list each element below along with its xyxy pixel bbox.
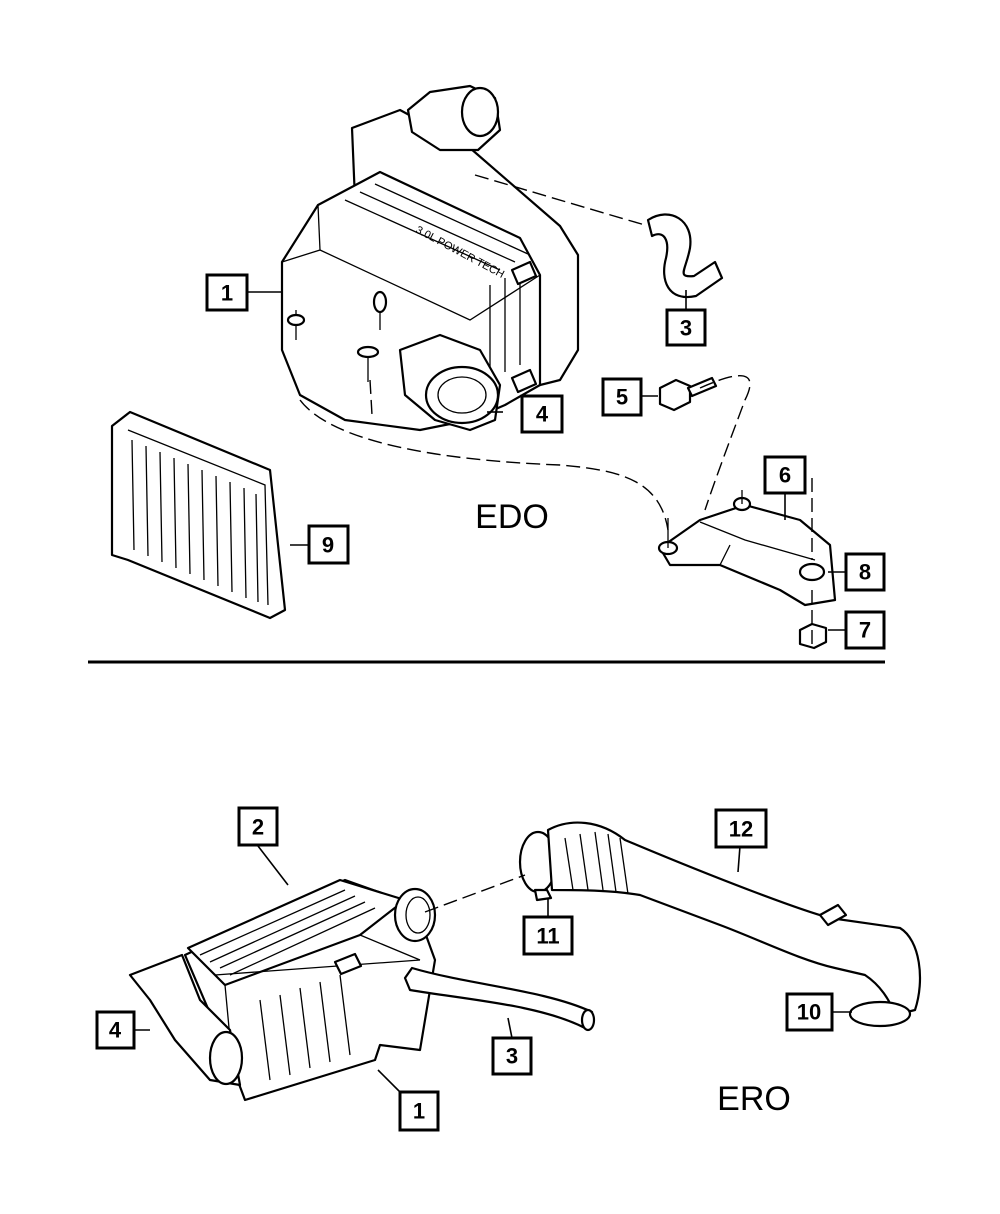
callout-10: 10 (785, 992, 834, 1032)
svg-text:1: 1 (413, 1099, 425, 1124)
svg-text:10: 10 (797, 1000, 821, 1025)
svg-text:11: 11 (536, 924, 559, 949)
svg-text:1: 1 (221, 281, 233, 306)
callout-2: 2 (237, 806, 279, 847)
svg-text:4: 4 (536, 402, 549, 427)
nut-edo (798, 622, 828, 650)
svg-text:2: 2 (252, 815, 264, 840)
hose-edo (646, 213, 724, 299)
hose-clamp-upper (518, 830, 558, 902)
callout-1-top: 1 (205, 273, 249, 312)
svg-text:12: 12 (729, 817, 753, 842)
callout-7: 7 (844, 610, 886, 650)
svg-text:4: 4 (109, 1018, 122, 1043)
callout-3-top: 3 (665, 308, 707, 347)
section-label-ero: ERO (717, 1080, 791, 1118)
svg-text:8: 8 (859, 560, 871, 585)
callout-9: 9 (307, 524, 350, 565)
svg-text:9: 9 (322, 533, 334, 558)
callout-12: 12 (714, 808, 768, 849)
callout-6: 6 (763, 455, 807, 495)
callout-5: 5 (601, 377, 643, 417)
svg-text:3: 3 (680, 316, 692, 341)
callout-3-bottom: 3 (491, 1036, 533, 1076)
callout-1-bottom: 1 (398, 1090, 440, 1132)
hose-ero (403, 966, 596, 1032)
svg-text:3: 3 (506, 1044, 518, 1069)
svg-text:7: 7 (859, 618, 871, 643)
edo-section: 3.0L POWER TECH (110, 84, 845, 650)
section-label-edo: EDO (475, 498, 549, 536)
callout-8: 8 (844, 552, 886, 592)
svg-text:6: 6 (779, 463, 791, 488)
intake-duct-ero (128, 953, 244, 1087)
ero-section: ERO (128, 821, 922, 1118)
callout-11: 11 (522, 915, 574, 956)
callout-4-bottom: 4 (95, 1010, 136, 1050)
air-cleaner-housing-edo: 3.0L POWER TECH (280, 84, 580, 432)
callout-4-top: 4 (520, 394, 564, 434)
svg-text:5: 5 (616, 385, 628, 410)
mounting-bracket (657, 490, 837, 607)
air-filter-element (110, 410, 287, 620)
intake-tube (546, 821, 922, 1028)
bolt-edo (658, 376, 718, 412)
